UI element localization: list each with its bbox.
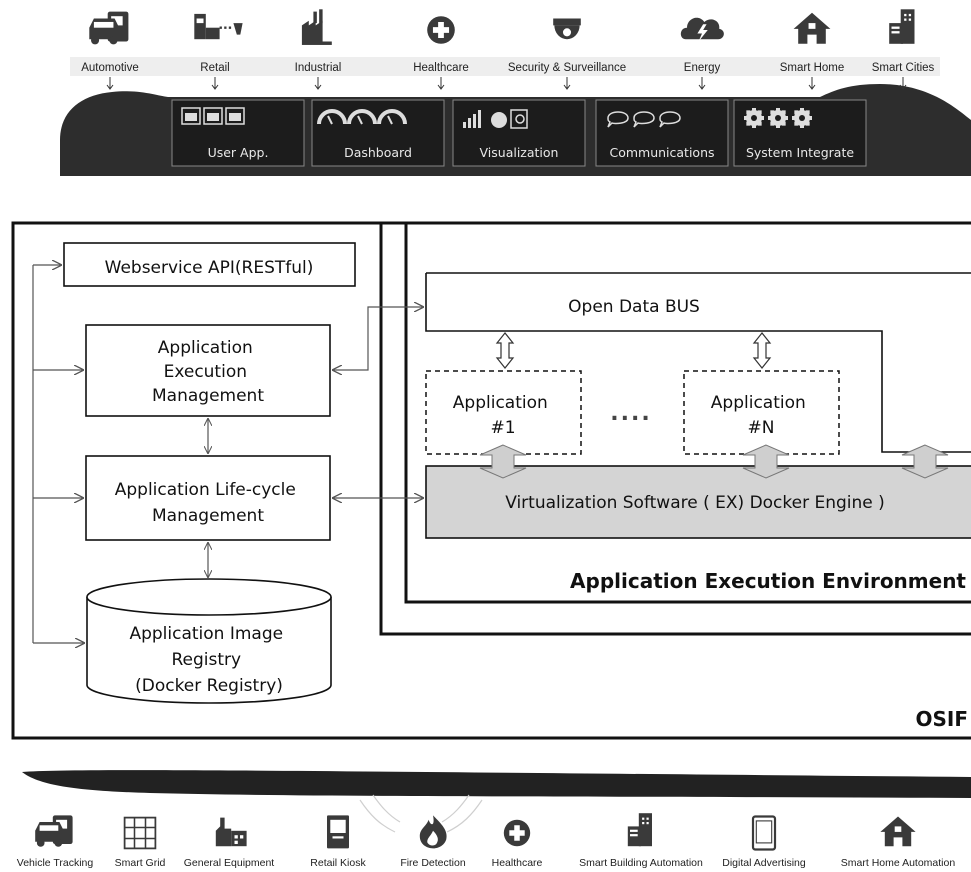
module-3: Communications xyxy=(595,99,729,167)
kiosk-icon xyxy=(327,815,349,849)
medical-cross-icon xyxy=(427,16,455,44)
category-arrowhead-4 xyxy=(563,84,571,90)
lifecycle-management-line-2: Management xyxy=(152,506,264,526)
category-arrowhead-6 xyxy=(808,84,816,90)
category-label-4: Security & Surveillance xyxy=(508,62,626,74)
category-arrowhead-7 xyxy=(899,84,907,90)
car-truck-icon xyxy=(35,815,73,847)
application-n-label: Application #N xyxy=(711,393,811,438)
category-arrowhead-3 xyxy=(437,84,445,90)
application-ellipsis: .... xyxy=(610,401,651,426)
image-registry-line-1: Application Image xyxy=(129,624,283,644)
category-label-5: Energy xyxy=(684,62,721,74)
open-data-bus-label: Open Data BUS xyxy=(568,297,700,317)
execution-management-line-2: Execution xyxy=(164,362,247,382)
category-label-7: Smart Cities xyxy=(872,62,935,74)
building-icon xyxy=(627,813,652,847)
virtualization-box xyxy=(425,465,971,539)
left-connector xyxy=(32,265,85,643)
lifecycle-management-label: Application Life-cycle Management xyxy=(115,480,302,526)
top-banner: Automotive Retail Industrial Healthcare Secu… xyxy=(60,9,971,176)
virtualization-label: Virtualization Software ( EX) Docker Eng… xyxy=(505,493,885,513)
retail-scanner-icon xyxy=(194,13,243,40)
medical-cross-icon xyxy=(503,819,531,847)
bottom-dark-band xyxy=(22,770,971,798)
application-1-label: Application #1 xyxy=(453,393,553,438)
security-camera-icon xyxy=(553,18,581,40)
osif-label: OSIF xyxy=(915,707,968,731)
execution-environment-frame xyxy=(404,221,971,604)
chart-icon xyxy=(463,109,528,129)
category-arrowhead-2 xyxy=(314,84,322,90)
gauge-icon xyxy=(317,109,407,125)
osif-diagram: OSIF Application Execution Environment W… xyxy=(11,221,971,740)
bottom-label-6: Smart Building Automation xyxy=(579,857,703,869)
application-n-line-1: Application xyxy=(711,393,806,413)
bottom-label-5: Healthcare xyxy=(492,857,543,869)
fire-waves xyxy=(359,794,483,833)
house-icon xyxy=(880,816,916,847)
bottom-label-8: Smart Home Automation xyxy=(841,857,956,869)
category-label-0: Automotive xyxy=(81,62,139,74)
category-arrowhead-0 xyxy=(106,84,114,90)
webservice-api-label: Webservice API(RESTful) xyxy=(105,258,314,278)
webservice-api-box xyxy=(63,242,356,287)
category-label-6: Smart Home xyxy=(780,62,845,74)
module-label-4: System Integrate xyxy=(746,145,854,160)
execution-management-line-1: Application xyxy=(158,338,253,358)
category-label-1: Retail xyxy=(200,62,229,74)
category-strip xyxy=(70,57,940,76)
equipment-icon xyxy=(215,817,247,847)
module-0: User App. xyxy=(171,99,305,167)
execution-management-box xyxy=(85,324,331,417)
bottom-label-4: Fire Detection xyxy=(400,857,466,869)
image-registry-line-3: (Docker Registry) xyxy=(135,676,283,696)
image-registry-line-2: Registry xyxy=(172,650,242,670)
bottom-label-7: Digital Advertising xyxy=(722,857,806,869)
application-1-line-2: #1 xyxy=(490,418,515,438)
bottom-label-3: Retail Kiosk xyxy=(310,857,366,869)
application-n-box xyxy=(683,370,840,455)
execution-management-label: Application Execution Management xyxy=(152,338,264,406)
category-label-3: Healthcare xyxy=(413,62,469,74)
flame-icon xyxy=(419,815,447,849)
category-arrowhead-1 xyxy=(211,84,219,90)
app-grid-icon xyxy=(181,107,245,125)
module-4: System Integrate xyxy=(733,99,867,167)
application-n-line-2: #N xyxy=(748,418,775,438)
category-arrowhead-5 xyxy=(698,84,706,90)
bottom-banner: Vehicle Tracking Smart Grid General Equipm… xyxy=(17,770,971,869)
module-label-0: User App. xyxy=(208,145,269,160)
environment-label: Application Execution Environment xyxy=(570,569,966,593)
module-label-1: Dashboard xyxy=(344,145,412,160)
category-label-2: Industrial xyxy=(295,62,342,74)
application-1-line-1: Application xyxy=(453,393,548,413)
building-icon xyxy=(889,9,915,44)
gears-icon xyxy=(744,108,812,128)
car-truck-icon xyxy=(89,11,129,45)
module-label-3: Communications xyxy=(609,145,714,160)
bottom-label-0: Vehicle Tracking xyxy=(17,857,94,869)
exec-to-bus-connector xyxy=(332,307,424,370)
app-virtualization-arrows xyxy=(479,444,949,479)
execution-management-line-3: Management xyxy=(152,386,264,406)
factory-icon xyxy=(301,9,332,45)
bottom-label-2: General Equipment xyxy=(184,857,275,869)
bottom-label-1: Smart Grid xyxy=(115,857,166,869)
bus-app-arrows xyxy=(495,332,772,369)
grid-icon xyxy=(123,816,157,850)
cloud-lightning-icon xyxy=(680,17,724,42)
module-1: Dashboard xyxy=(311,99,445,167)
lifecycle-management-line-1: Application Life-cycle xyxy=(115,480,296,500)
house-icon xyxy=(793,12,831,44)
chat-bubbles-icon xyxy=(607,111,681,128)
module-2: Visualization xyxy=(452,99,586,167)
module-label-2: Visualization xyxy=(480,145,559,160)
image-registry-label: Application Image Registry (Docker Regis… xyxy=(129,624,288,696)
image-registry-cylinder xyxy=(86,578,332,704)
tablet-icon xyxy=(751,815,777,851)
lifecycle-management-box xyxy=(85,455,331,541)
